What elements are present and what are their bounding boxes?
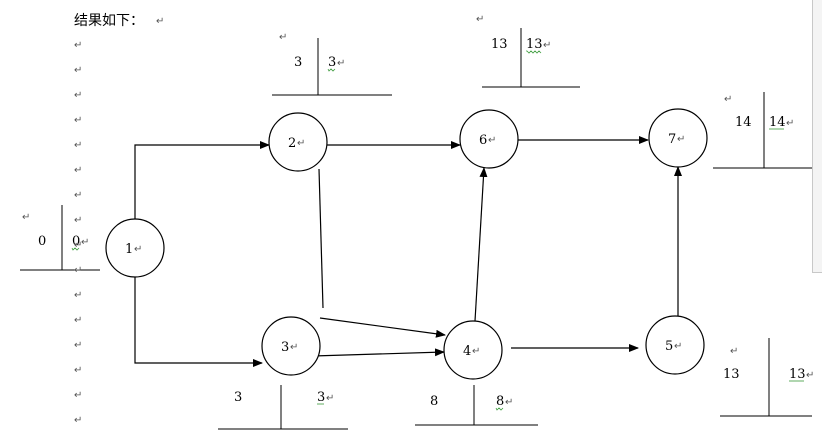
paragraph-mark: ↵ [74,165,82,176]
paragraph-mark: ↵ [326,393,334,404]
paragraph-mark: ↵ [74,415,82,426]
paragraph-mark: ↵ [74,315,82,326]
latest-time: 13 [789,367,806,382]
node-3: 3↵ [261,316,321,376]
paragraph-mark: ↵ [134,244,142,255]
edge-1-2 [134,141,270,219]
paragraph-mark: ↵ [74,390,82,401]
earliest-time: 8 [430,394,438,409]
spellcheck-squiggle [495,407,504,411]
node-label: 5 [665,339,673,354]
latest-time: 8 [496,394,504,409]
edge-1-3 [134,277,263,367]
edge-2-4 [318,168,324,309]
paragraph-mark: ↵ [806,370,814,381]
node-circle [648,108,708,168]
paragraph-mark: ↵ [674,341,682,352]
paragraph-mark: ↵ [74,40,82,51]
node-1: 1↵ [105,218,165,278]
paragraph-marks: ↵↵↵↵↵↵↵↵↵↵↵↵↵↵↵↵↵↵ [74,16,164,426]
earliest-time: 14 [735,115,752,130]
node-5: 5↵ [645,315,705,375]
paragraph-mark: ↵ [290,342,298,353]
paragraph-mark: ↵ [74,140,82,151]
latest-time: 13 [526,37,543,52]
paragraph-mark: ↵ [730,346,738,357]
paragraph-mark: ↵ [677,134,685,145]
node-circle [459,109,519,169]
paragraph-mark: ↵ [74,115,82,126]
node-label: 7 [668,132,676,147]
edge-4-6 [474,167,488,322]
paragraph-mark: ↵ [22,212,30,223]
earliest-time: 0 [38,234,46,249]
spellcheck-squiggle [327,68,336,72]
node-circle [645,315,705,375]
paragraph-mark: ↵ [81,237,89,248]
spellcheck-squiggle [71,247,80,251]
paragraph-mark: ↵ [74,190,82,201]
side-panel-edge [812,0,822,273]
paragraph-mark: ↵ [337,58,345,69]
paragraph-mark: ↵ [472,346,480,357]
paragraph-mark: ↵ [476,14,484,25]
paragraph-mark: ↵ [74,90,82,101]
paragraph-mark: ↵ [786,118,794,129]
paragraph-mark: ↵ [156,16,164,27]
node-label: 1 [125,242,133,257]
heading: 结果如下： [74,13,144,29]
node-label: 6 [479,133,487,148]
paragraph-mark: ↵ [74,65,82,76]
node-label: 2 [288,136,296,151]
latest-time: 0 [72,234,80,249]
spellcheck-squiggle [526,50,542,54]
latest-time: 14 [769,115,786,130]
earliest-time: 13 [491,37,508,52]
paragraph-mark: ↵ [74,215,82,226]
paragraph-mark: ↵ [279,32,287,43]
paragraph-mark: ↵ [297,138,305,149]
paragraph-mark: ↵ [488,135,496,146]
paragraph-mark: ↵ [74,290,82,301]
node-circle [268,112,328,172]
edge-3-4 [312,348,445,357]
node-circle [443,320,503,380]
earliest-time: 3 [294,55,302,70]
node-circle [105,218,165,278]
paragraph-mark: ↵ [74,340,82,351]
earliest-time: 13 [723,367,740,382]
latest-time: 3 [317,390,325,405]
earliest-time: 3 [234,390,242,405]
edge-3-4 [319,317,446,338]
node-2: 2↵ [268,112,328,172]
edges [134,136,682,367]
node-label: 4 [463,344,471,359]
latest-time: 3 [328,55,336,70]
paragraph-mark: ↵ [505,397,513,408]
node-label: 3 [281,340,289,355]
node-7: 7↵ [648,108,708,168]
nodes: 1↵2↵3↵4↵5↵6↵7↵ [105,108,708,380]
node-6: 6↵ [459,109,519,169]
paragraph-mark: ↵ [74,240,82,251]
node-circle [261,316,321,376]
paragraph-mark: ↵ [74,365,82,376]
paragraph-mark: ↵ [74,265,82,276]
node-4: 4↵ [443,320,503,380]
paragraph-mark: ↵ [543,40,551,51]
paragraph-mark: ↵ [724,94,732,105]
